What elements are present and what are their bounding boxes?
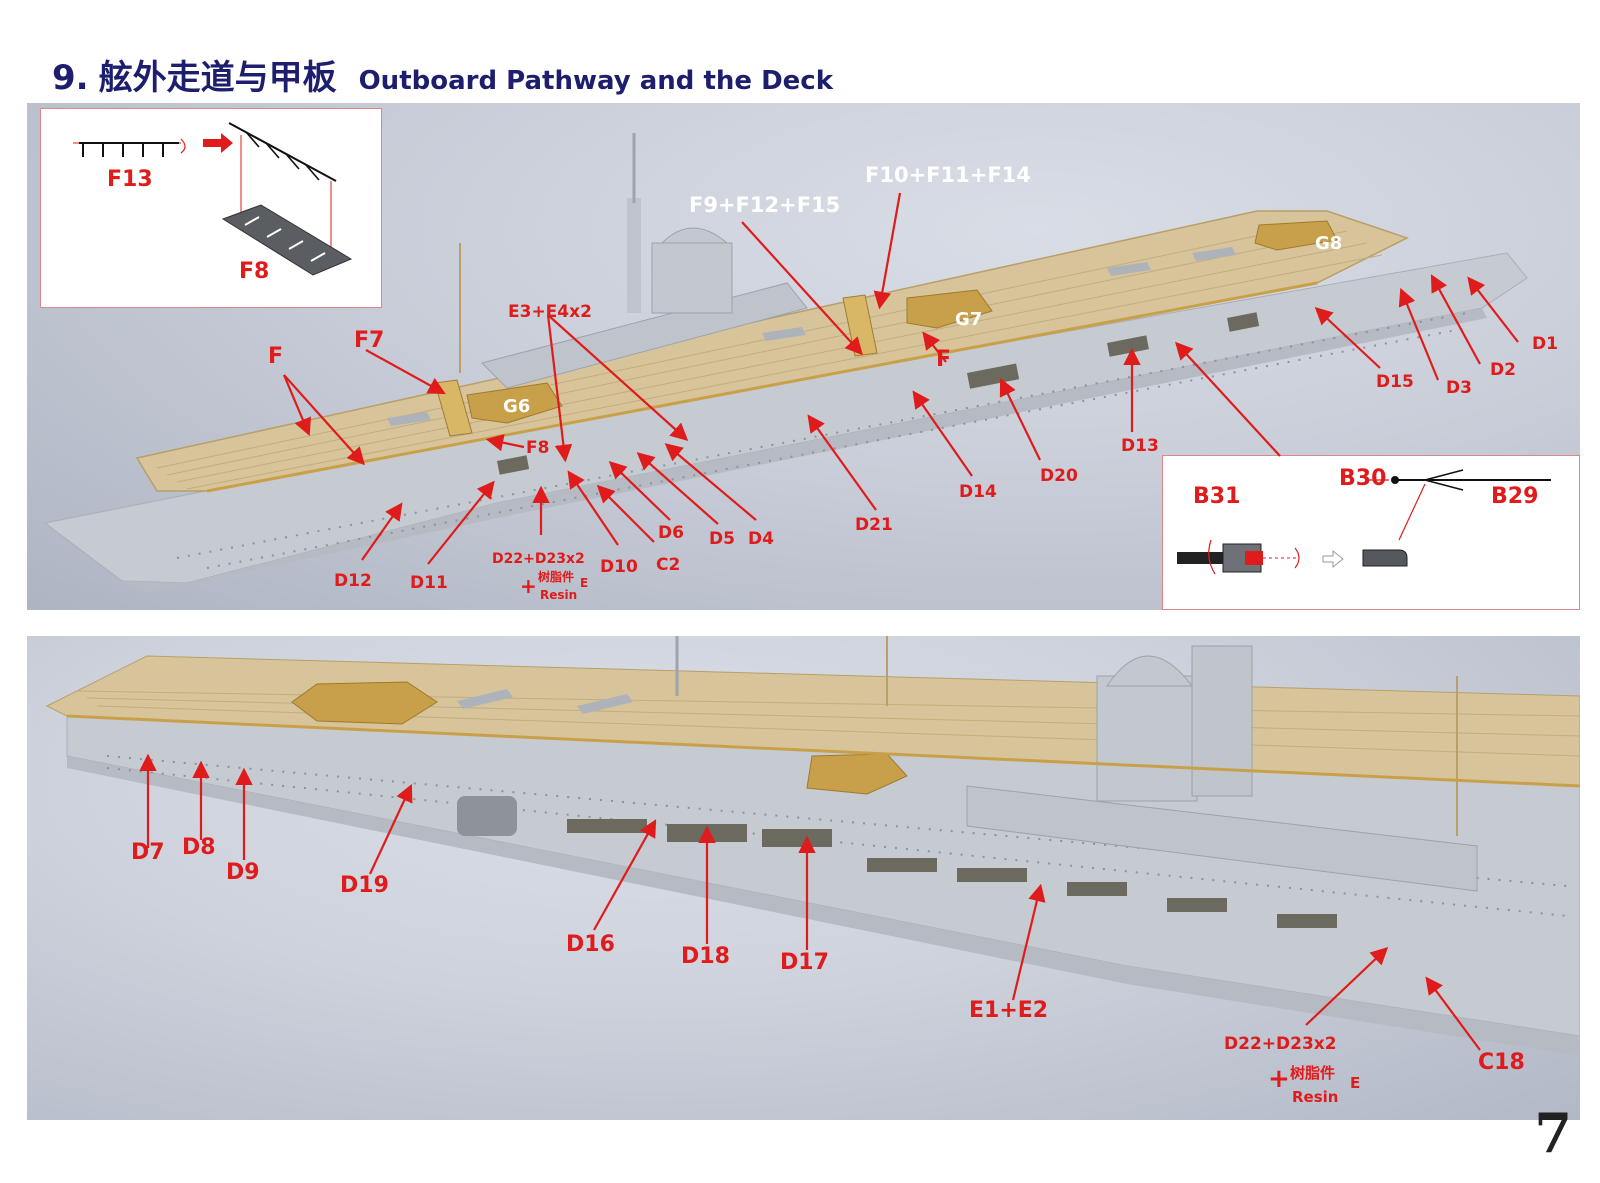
title-english: Outboard Pathway and the Deck [358,66,833,96]
label-d5: D5 [709,529,735,549]
label-d3: D3 [1446,378,1472,398]
label-c18: C18 [1478,1050,1525,1075]
label-d20: D20 [1040,466,1078,486]
label-b29: B29 [1491,484,1539,509]
b29-b31-assembly-diagram [1177,469,1551,575]
label-d18: D18 [681,944,730,969]
f13-f8-assembly-diagram [73,122,353,276]
resin-chinese-top: 树脂件 [538,570,575,584]
page-title: 9. 舷外走道与甲板 Outboard Pathway and the Deck [52,50,833,98]
label-c2: C2 [656,555,681,575]
plus-sign-top: + [520,574,537,598]
resin-part-e-top: E [580,576,589,590]
label-f-mid: F [936,347,952,372]
label-f-left: F [268,344,284,369]
label-d19: D19 [340,873,389,898]
resin-english-bottom: Resin [1292,1088,1339,1106]
label-d9: D9 [226,860,260,885]
label-d6: D6 [658,523,684,543]
label-d2: D2 [1490,360,1516,380]
resin-part-e-bottom: E [1350,1074,1361,1092]
label-d22-d23x2-bottom: D22+D23x2 [1224,1034,1337,1054]
resin-english-top: Resin [540,588,578,602]
label-f7: F7 [354,328,385,353]
label-f8-inset: F8 [239,259,270,284]
label-d21: D21 [855,515,893,535]
label-d7: D7 [131,840,165,865]
inset-b29-b31-diagram: B31 B30 B29 [1162,455,1580,610]
label-g8: G8 [1315,233,1343,254]
label-f10-f11-f14: F10+F11+F14 [865,163,1031,187]
bottom-ship-photo [27,636,1580,1120]
label-d15: D15 [1376,372,1414,392]
label-e3-e4x2: E3+E4x2 [508,302,592,322]
label-d17: D17 [780,950,829,975]
page-number: 7 [1534,1101,1572,1165]
label-d16: D16 [566,932,615,957]
label-b30: B30 [1339,466,1387,491]
label-d12: D12 [334,571,372,591]
label-d8: D8 [182,835,216,860]
label-d11: D11 [410,573,448,593]
label-d22-d23x2-top: D22+D23x2 [492,551,585,567]
label-f9-f12-f15: F9+F12+F15 [689,193,841,217]
label-f13: F13 [107,167,153,192]
label-d14: D14 [959,482,997,502]
bottom-ship-illustration [45,636,1580,1056]
label-e1-e2: E1+E2 [969,998,1049,1023]
label-f8-deck: F8 [526,438,550,458]
resin-chinese-bottom: 树脂件 [1290,1064,1336,1082]
label-d4: D4 [748,529,774,549]
label-d13: D13 [1121,436,1159,456]
label-d10: D10 [600,557,638,577]
inset-f13-f8-diagram: F13 F8 [40,108,382,308]
step-number: 9. [52,58,89,98]
label-b31: B31 [1193,484,1241,509]
title-chinese: 舷外走道与甲板 [98,58,337,98]
label-d1: D1 [1532,334,1558,354]
plus-sign-bottom: + [1268,1064,1290,1094]
label-g6: G6 [503,396,531,417]
label-g7: G7 [955,309,983,330]
